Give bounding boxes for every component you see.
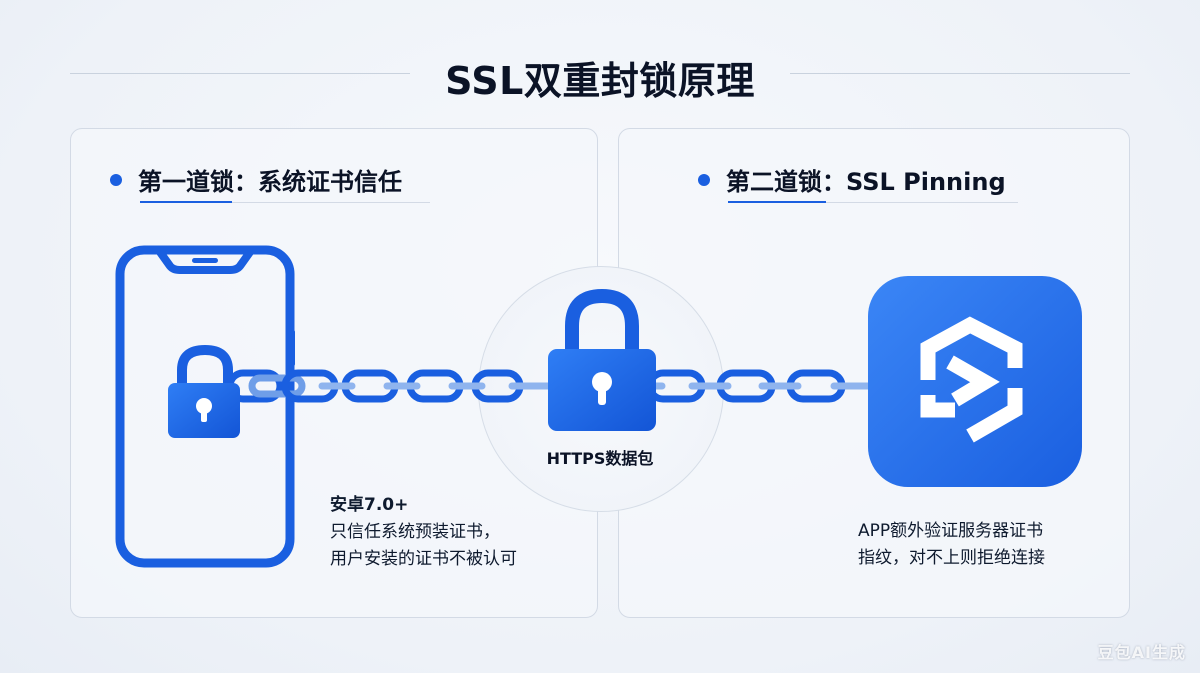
phone-icon <box>115 245 295 568</box>
right-note-line1: APP额外验证服务器证书 <box>858 521 1044 541</box>
right-heading-underline <box>728 201 1018 203</box>
left-note: 安卓7.0+ 只信任系统预装证书， 用户安装的证书不被认可 <box>330 492 517 573</box>
app-icon <box>868 276 1082 487</box>
left-note-line2: 用户安装的证书不被认可 <box>330 549 517 569</box>
left-note-title: 安卓7.0+ <box>330 495 409 515</box>
right-note-line2: 指纹，对不上则拒绝连接 <box>858 548 1045 568</box>
watermark: 豆包AI生成 <box>1097 643 1186 662</box>
right-heading: 第二道锁：SSL Pinning <box>698 162 1006 197</box>
bullet-dot <box>698 173 710 186</box>
lock-icon <box>168 344 240 438</box>
lock-icon <box>548 288 656 431</box>
right-heading-text: 第二道锁：SSL Pinning <box>726 168 1006 196</box>
left-note-line1: 只信任系统预装证书， <box>330 522 500 542</box>
bullet-dot <box>110 173 122 186</box>
right-note: APP额外验证服务器证书 指纹，对不上则拒绝连接 <box>858 518 1045 572</box>
page-title: SSL双重封锁原理 <box>445 59 755 103</box>
center-caption: HTTPS数据包 <box>546 449 654 468</box>
left-heading-underline <box>140 201 430 203</box>
chain-icon <box>226 369 874 403</box>
title-rule-left <box>70 73 410 74</box>
left-heading-text: 第一道锁：系统证书信任 <box>138 168 402 196</box>
left-heading: 第一道锁：系统证书信任 <box>110 162 402 197</box>
title-rule-right <box>790 73 1130 74</box>
